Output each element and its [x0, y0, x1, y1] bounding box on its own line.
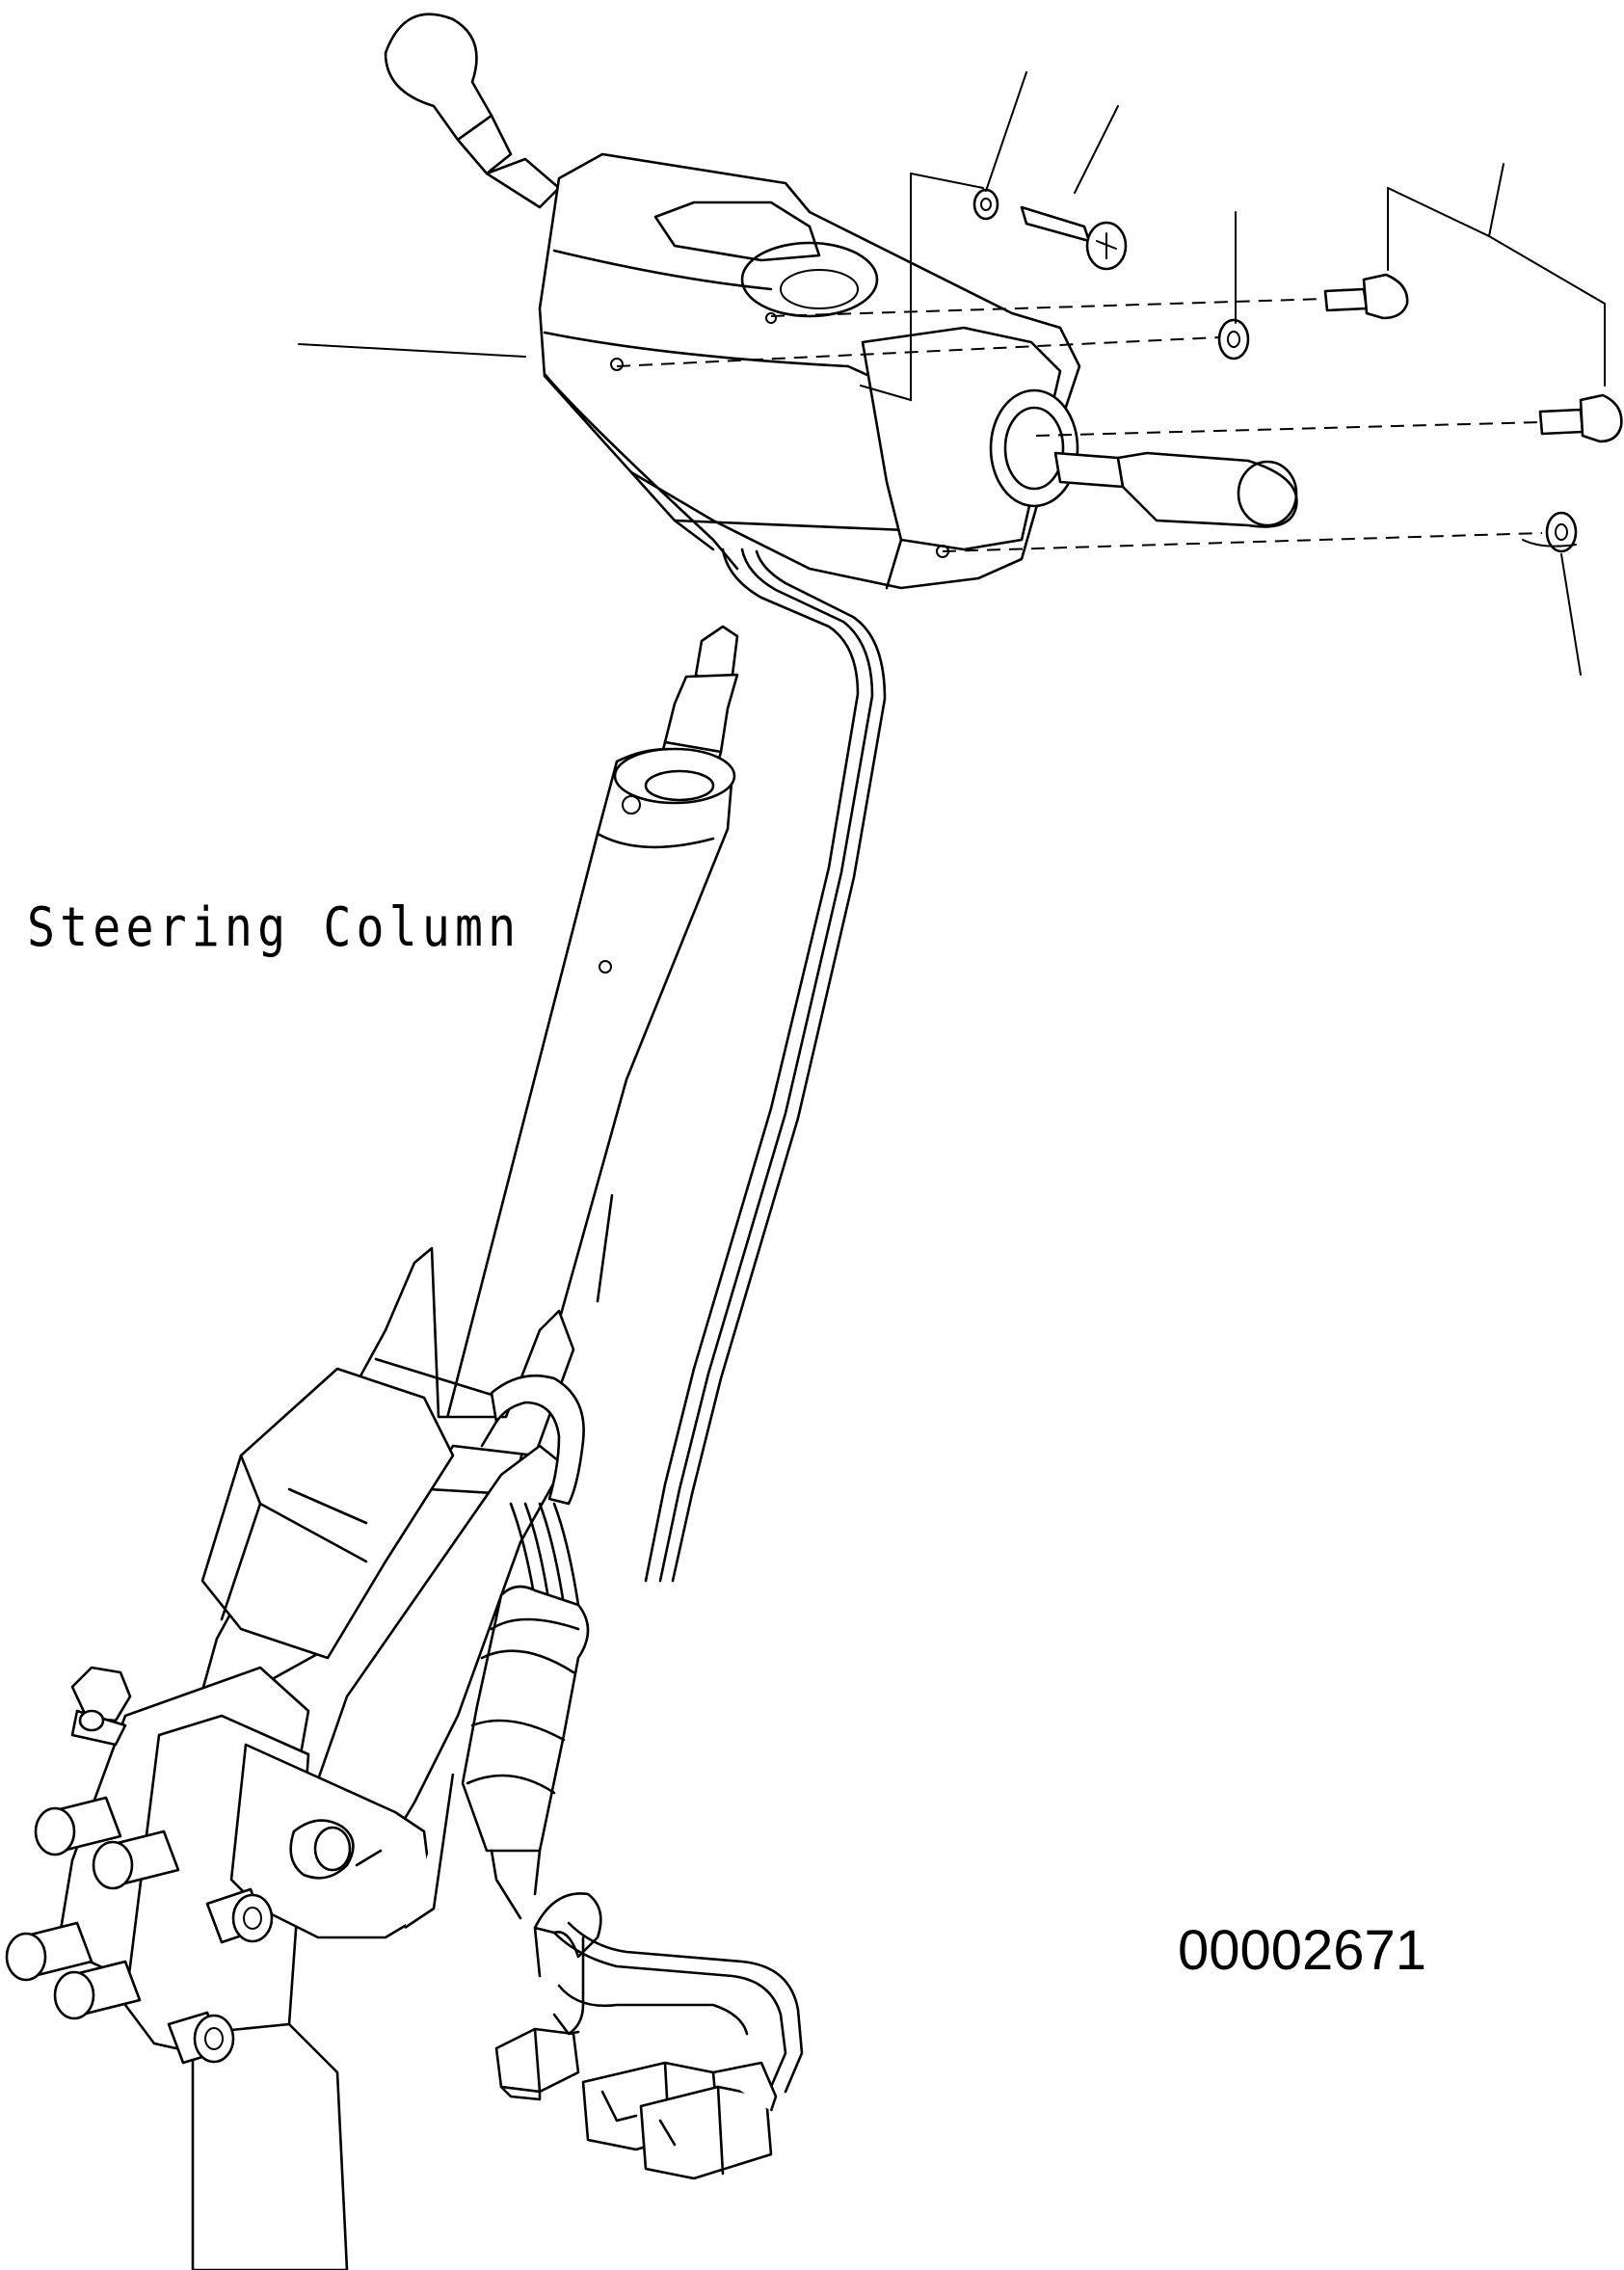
washer-mid-right — [1217, 318, 1250, 361]
cable-clamp-lower — [533, 1892, 602, 1978]
leader-lines — [298, 71, 1606, 676]
pin-6 — [167, 2011, 235, 2065]
screw-top — [1020, 205, 1128, 271]
pins — [5, 1666, 274, 2065]
mounting-bracket — [191, 1246, 575, 1737]
drawing-number: 00002671 — [1178, 1919, 1427, 1982]
lower-wires — [552, 1921, 804, 2094]
pin-3 — [5, 1921, 93, 1982]
combination-switch-housing — [538, 152, 1081, 590]
lever-arm — [229, 1444, 566, 1939]
connector-large — [581, 2061, 778, 2180]
pin-5 — [205, 1887, 274, 1944]
bolt-upper-right — [1323, 273, 1409, 320]
connector-small — [494, 2013, 580, 2101]
hex-nut — [70, 1666, 132, 1747]
right-lever — [989, 388, 1298, 528]
harness-bundle — [461, 1502, 590, 1920]
washer-bottom-right — [1545, 511, 1578, 553]
wire-harness — [543, 372, 887, 1583]
cable-clamp-upper — [480, 1374, 585, 1506]
steering-column-tube — [427, 747, 736, 1496]
pin-2 — [92, 1829, 180, 1890]
left-lever-knob — [384, 13, 561, 209]
bolt-lower-right — [1538, 393, 1623, 443]
steering-column-label: Steering Column — [27, 896, 521, 959]
washer-top — [972, 188, 999, 221]
pin-1 — [34, 1796, 122, 1856]
pin-4 — [53, 1960, 142, 2020]
